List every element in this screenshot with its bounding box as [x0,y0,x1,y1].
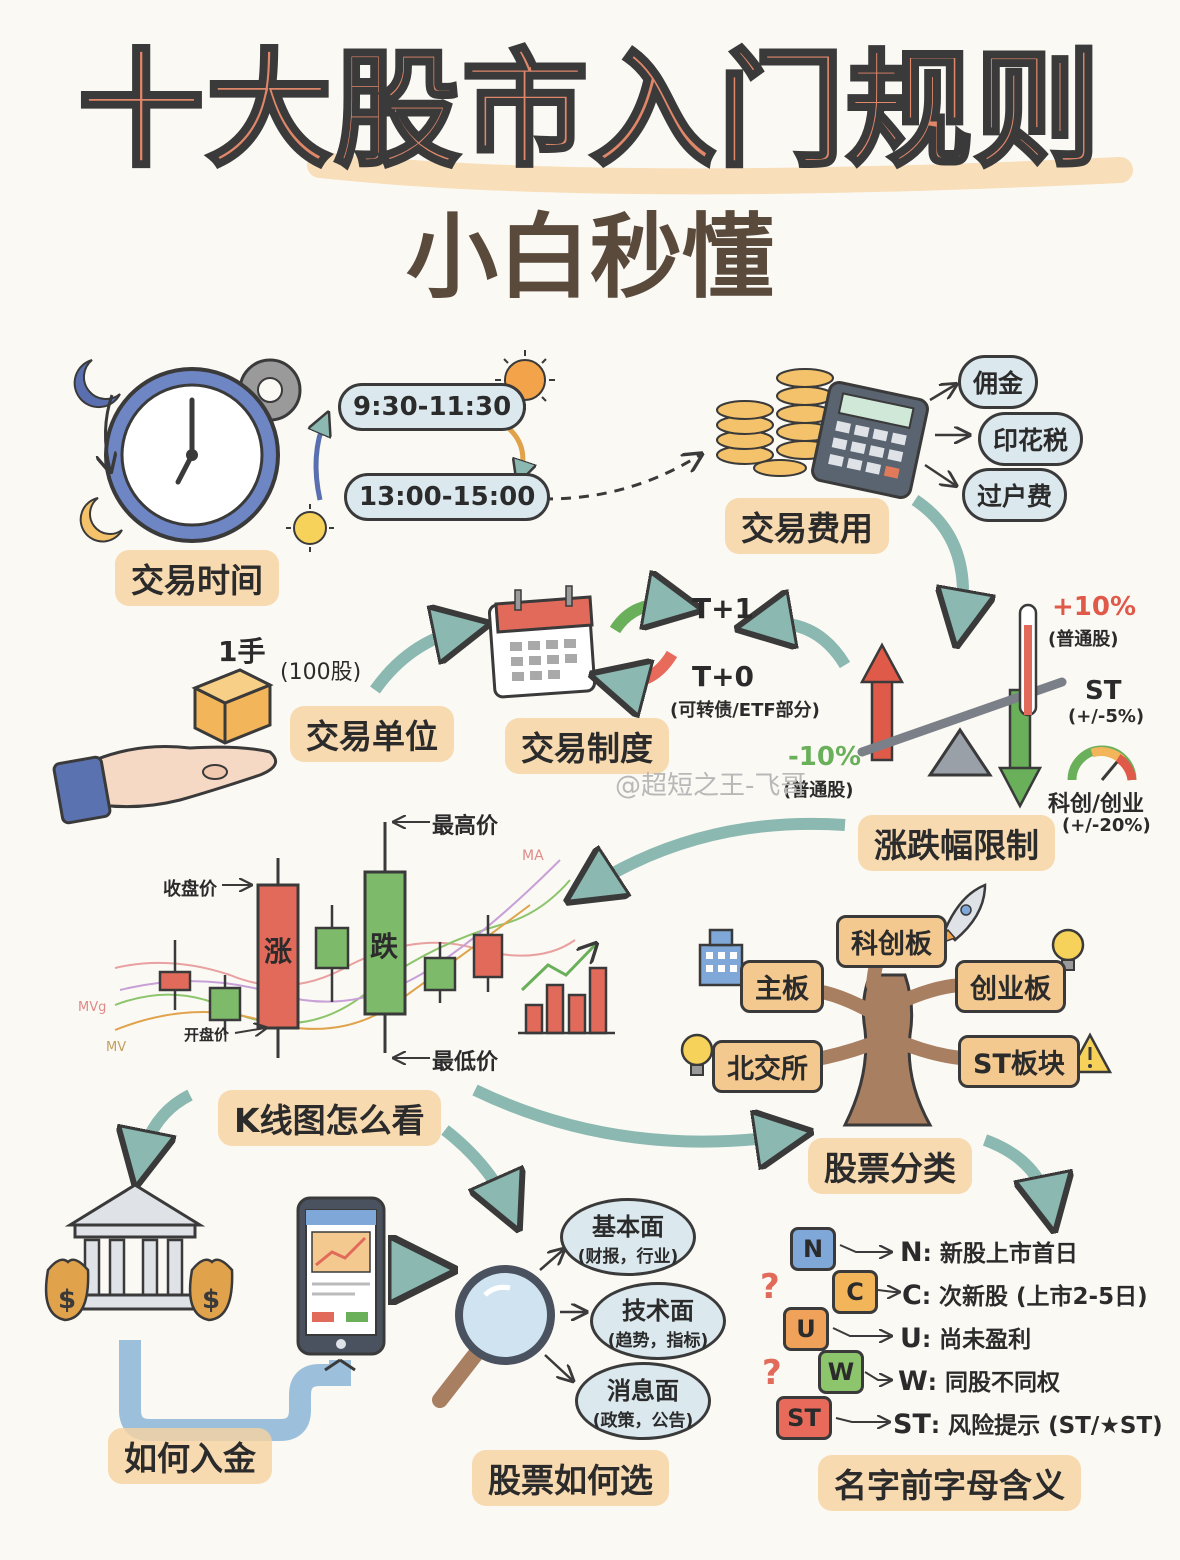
calendar-icon [487,585,597,699]
prefix-key-u: U [900,1323,922,1354]
warning-icon [1067,1032,1113,1074]
lot-text: 1手 [218,635,266,668]
gauge-icon [1067,745,1137,781]
kc-limit-text: 科创/创业 [1048,792,1145,817]
kline-mvg-label: MVg [78,1000,107,1015]
page-title: 十大股市入门规则 [76,37,1102,184]
sun-icon [286,350,555,552]
up-limit-text: +10% [1052,592,1137,622]
kline-label: K线图怎么看 [218,1090,441,1146]
cube-icon [191,668,274,745]
selection-news: 消息面 (政策，公告) [575,1362,711,1440]
t-plus-0-text: T+0 [692,660,755,693]
selection-fundamental-note: (财报，行业) [577,1247,679,1267]
kline-open-label: 开盘价 [184,1026,230,1044]
watermark-text: @超短之王-飞哥 [615,771,807,801]
prefix-key-st: ST [893,1409,931,1440]
t-plus-1-text: T+1 [692,592,755,625]
prefix-key-w: W [898,1366,928,1397]
prefix-badge-c: C [832,1270,878,1314]
svg-text:$: $ [202,1285,220,1315]
prefix-desc-c: : 次新股 (上市2-5日) [921,1284,1148,1310]
prefix-desc-st: : 风险提示 (ST/★ST) [930,1413,1163,1439]
board-main: 主板 [740,960,824,1013]
prefix-label: 名字前字母含义 [818,1455,1081,1511]
fee-item-transfer-fee: 过户费 [962,468,1068,522]
prefix-desc-w: : 同股不同权 [927,1370,1061,1396]
prefix-key-n: N [900,1237,923,1268]
prefix-badge-st: ST [776,1396,832,1440]
selection-technical-name: 技术面 [622,1297,694,1325]
selection-news-note: (政策，公告) [592,1411,694,1431]
svg-text:$: $ [58,1285,76,1315]
kline-high-label: 最高价 [432,814,499,839]
selection-fundamental-name: 基本面 [592,1213,664,1241]
st-limit-text: ST [1085,676,1122,706]
st-limit-note: (+/-5%) [1068,706,1145,727]
kline-fall-text: 跌 [370,930,399,963]
prefix-row-st: ST: 风险提示 (ST/★ST) [893,1406,1163,1440]
prefix-badge-u: U [783,1307,829,1351]
selection-news-name: 消息面 [607,1377,679,1405]
down-limit-note: (普通股) [783,780,854,801]
prefix-row-n: N: 新股上市首日 [900,1234,1078,1268]
prefix-badge-n: N [790,1227,836,1271]
selection-label: 股票如何选 [472,1450,669,1506]
prefix-badge-w: W [818,1350,864,1394]
coins-icon [716,368,834,477]
trading-fees-label: 交易费用 [725,498,889,554]
selection-technical: 技术面 (趋势，指标) [590,1282,726,1360]
board-star-market: 科创板 [836,915,947,968]
prefix-desc-u: : 尚未盈利 [921,1327,1032,1353]
calculator-icon [811,381,929,499]
morning-session-pill: 9:30-11:30 [338,383,527,431]
price-limit-label: 涨跌幅限制 [858,815,1055,871]
kline-rise-text: 涨 [264,935,293,968]
question-mark-icon: ? [760,1267,780,1307]
kline-mv-label: MV [106,1040,127,1055]
hand-icon [52,745,278,825]
prefix-key-c: C [902,1280,922,1311]
fee-item-commission: 佣金 [958,355,1039,409]
kline-close-label: 收盘价 [163,879,217,900]
t-plus-0-note: (可转债/ETF部分) [670,700,820,721]
clock-icon [73,358,325,543]
down-limit-text: -10% [788,742,862,772]
kc-limit-note: (+/-20%) [1062,815,1151,836]
question-mark-icon: ? [762,1353,782,1393]
trading-system-label: 交易制度 [505,718,669,774]
prefix-row-c: C: 次新股 (上市2-5日) [902,1277,1148,1311]
board-gem: 创业板 [955,960,1066,1013]
fee-item-stamp-duty: 印花税 [978,412,1084,466]
board-bse: 北交所 [712,1040,823,1093]
money-bag-icon: $ $ [44,1258,234,1322]
funding-label: 如何入金 [108,1428,272,1484]
selection-fundamental: 基本面 (财报，行业) [560,1198,696,1276]
board-st: ST板块 [958,1035,1080,1088]
phone-icon [296,1196,386,1356]
thermometer-icon [1018,603,1038,717]
pipe-icon [119,1340,351,1441]
kline-ma-label: MA [522,848,544,864]
trading-time-label: 交易时间 [115,550,279,606]
up-limit-note: (普通股) [1048,629,1119,650]
prefix-desc-n: : 新股上市首日 [922,1241,1078,1267]
afternoon-session-pill: 13:00-15:00 [344,473,551,521]
stock-types-label: 股票分类 [808,1138,972,1194]
trading-unit-label: 交易单位 [290,706,454,762]
kline-chart [114,822,615,1058]
building-icon [698,928,744,987]
prefix-row-u: U: 尚未盈利 [900,1320,1031,1354]
prefix-row-w: W: 同股不同权 [898,1363,1060,1397]
lot-shares-note: (100股) [280,660,362,685]
magnifier-icon [432,1265,555,1408]
kline-low-label: 最低价 [432,1050,499,1075]
selection-technical-note: (趋势，指标) [607,1331,709,1351]
page-subtitle: 小白秒懂 [405,204,774,311]
